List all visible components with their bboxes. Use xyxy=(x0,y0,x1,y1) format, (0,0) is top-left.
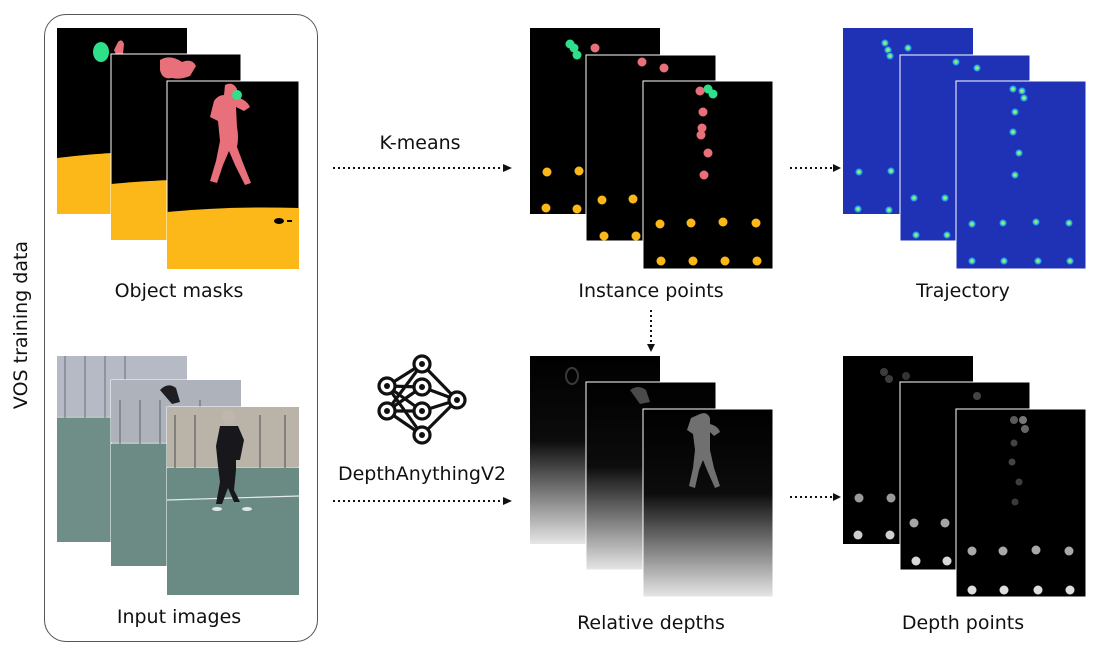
trajectory-frame-3 xyxy=(955,80,1087,270)
label-trajectory: Trajectory xyxy=(916,280,1010,302)
mask-frame-3 xyxy=(166,80,300,270)
relative-depths-stack xyxy=(530,356,774,598)
instance-frame-3 xyxy=(642,80,774,270)
depthpt-frame-3 xyxy=(955,408,1087,598)
label-kmeans: K-means xyxy=(379,132,461,154)
depth-frame-3 xyxy=(642,408,774,598)
label-input-images: Input images xyxy=(116,606,242,628)
depth-points-stack xyxy=(843,356,1087,598)
object-masks-stack xyxy=(57,28,300,270)
input-images-stack xyxy=(57,356,300,596)
label-instance-points: Instance points xyxy=(578,280,724,302)
label-relative-depths: Relative depths xyxy=(577,612,725,634)
instance-points-stack xyxy=(530,28,774,270)
neural-network-icon xyxy=(377,354,467,445)
label-object-masks: Object masks xyxy=(114,280,244,302)
label-depth-points: Depth points xyxy=(901,612,1025,634)
input-frame-3 xyxy=(166,406,300,596)
label-depth-model: DepthAnythingV2 xyxy=(337,463,507,485)
vos-training-data-panel xyxy=(44,14,318,642)
trajectory-stack xyxy=(843,28,1087,270)
